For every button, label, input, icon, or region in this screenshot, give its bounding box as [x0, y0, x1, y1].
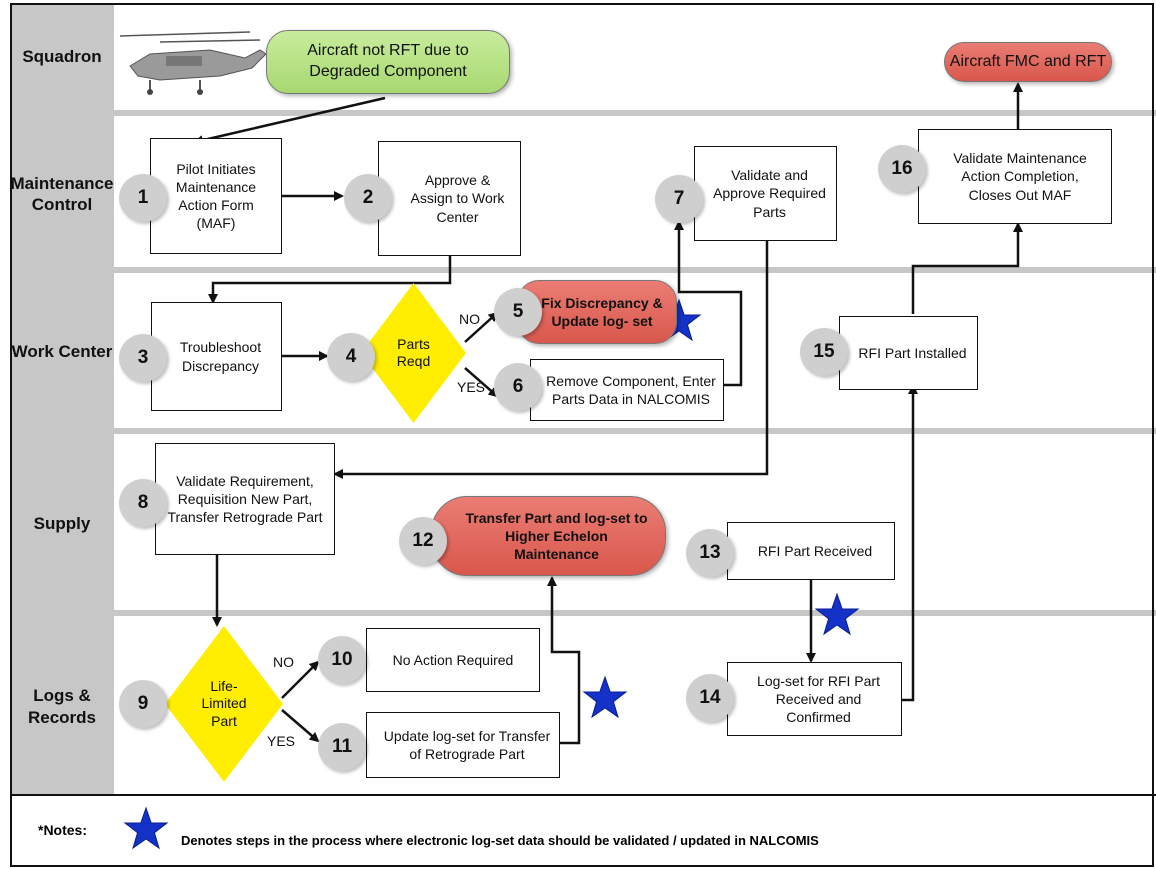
- step-9-decision: Life-Limited Part: [165, 626, 283, 782]
- end-node: Aircraft FMC and RFT: [944, 42, 1112, 82]
- lane-label-logs-records: Logs & Records: [27, 686, 97, 727]
- step-13-number: 13: [686, 529, 734, 577]
- step-15-box: RFI Part Installed: [839, 316, 978, 390]
- diagram-frame: [10, 3, 1156, 869]
- step-15-number: 15: [800, 328, 848, 376]
- arrow-9-to-10: [281, 660, 320, 699]
- step-13-box: RFI Part Received: [727, 522, 895, 580]
- step-9-label: Life-Limited Part: [201, 677, 247, 729]
- helicopter-icon: [119, 31, 267, 95]
- step-3-number: 3: [119, 334, 167, 382]
- notes-text: Denotes steps in the process where elect…: [181, 833, 819, 848]
- step-10-box: No Action Required: [366, 628, 540, 692]
- edge-label-no-9: NO: [273, 654, 294, 670]
- arrow-4-to-6: [464, 367, 499, 398]
- step-7-box: Validate and Approve Required Parts: [694, 146, 837, 241]
- step-7-number: 7: [655, 175, 703, 223]
- step-11-number: 11: [318, 723, 366, 771]
- step-1-box: Pilot Initiates Maintenance Action Form …: [150, 138, 282, 254]
- arrow-15-to-16: [911, 222, 1023, 314]
- edge-label-no-4: NO: [459, 311, 480, 327]
- arrow-4-to-5: [464, 311, 499, 343]
- arrow-start-to-1: [193, 96, 386, 146]
- arrow-9-to-11: [281, 709, 320, 743]
- step-4-label: Parts Reqd: [396, 335, 431, 370]
- step-14-box: Log-set for RFI Part Received and Confir…: [727, 662, 902, 736]
- start-node: Aircraft not RFT due to Degraded Compone…: [266, 30, 510, 94]
- lane-separator: [114, 110, 1156, 116]
- step-12-number: 12: [399, 517, 447, 565]
- arrow-6-to-7: [674, 220, 743, 387]
- frame-border: [10, 3, 1154, 867]
- edge-label-yes-9: YES: [267, 733, 296, 749]
- step-4-number: 4: [327, 333, 375, 381]
- lane-separator: [114, 267, 1156, 273]
- star-icon: [814, 592, 860, 636]
- star-icon: [123, 806, 169, 850]
- arrow-11-to-12: [547, 576, 581, 745]
- arrow-7-to-8: [333, 241, 769, 479]
- lane-label-work-center: Work Center: [11, 342, 113, 362]
- step-2-number: 2: [344, 174, 392, 222]
- star-icon: [582, 675, 628, 719]
- step-3-box: Troubleshoot Discrepancy: [151, 302, 282, 411]
- notes-label: *Notes:: [38, 822, 88, 838]
- lane-label-maintenance-control: Maintenance Control: [10, 173, 114, 214]
- lane-label-squadron: Squadron: [22, 47, 102, 67]
- step-9-number: 9: [119, 680, 167, 728]
- step-12-node: Transfer Part and log-set to Higher Eche…: [431, 496, 666, 576]
- lane-label-supply: Supply: [33, 514, 91, 534]
- lane-label-column: [10, 3, 114, 796]
- step-8-box: Validate Requirement, Requisition New Pa…: [155, 443, 335, 555]
- step-16-number: 16: [878, 145, 926, 193]
- edge-label-yes-4: YES: [457, 379, 486, 395]
- lane-separator: [114, 428, 1156, 434]
- step-6-box: Remove Component, Enter Parts Data in NA…: [530, 359, 724, 421]
- step-5-number: 5: [494, 288, 542, 336]
- step-6-number: 6: [494, 363, 542, 411]
- step-4-decision: Parts Reqd: [361, 283, 466, 423]
- step-14-number: 14: [686, 674, 734, 722]
- step-8-number: 8: [119, 479, 167, 527]
- step-1-number: 1: [119, 174, 167, 222]
- step-5-node: Fix Discrepancy & Update log- set: [517, 280, 677, 344]
- step-10-number: 10: [318, 636, 366, 684]
- step-2-box: Approve & Assign to Work Center: [378, 141, 521, 256]
- arrow-2-to-3: [208, 256, 452, 304]
- notes-divider: [10, 794, 1156, 796]
- lane-separator: [114, 610, 1156, 616]
- step-11-box: Update log-set for Transfer of Retrograd…: [366, 712, 560, 778]
- step-16-box: Validate Maintenance Action Completion, …: [918, 129, 1112, 224]
- arrow-14-to-15: [902, 384, 918, 702]
